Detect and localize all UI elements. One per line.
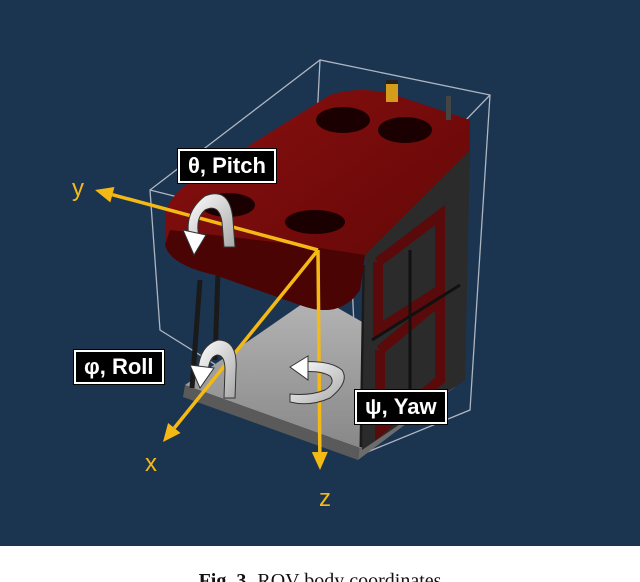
mast: [386, 80, 451, 120]
yaw-label: ψ, Yaw: [354, 389, 448, 425]
axis-y-arrow: [95, 186, 319, 252]
pitch-rotation-arrow: [182, 193, 236, 257]
side-frame: [362, 145, 470, 450]
caption-fig-label: Fig. 3.: [198, 570, 252, 582]
axis-x-label: x: [145, 450, 157, 477]
axis-y-label: y: [72, 175, 84, 202]
coordinate-axes: [95, 186, 328, 470]
axis-x-arrow: [163, 248, 320, 442]
roll-rotation-arrow: [189, 339, 237, 399]
figure-caption: Fig. 3. ROV body coordinates: [0, 546, 640, 582]
axis-z-label: z: [319, 485, 331, 512]
roll-label: φ, Roll: [73, 349, 165, 385]
yaw-rotation-arrow: [289, 355, 345, 405]
rov-diagram: [95, 59, 491, 470]
pitch-label: θ, Pitch: [177, 148, 277, 184]
axis-z-arrow: [311, 249, 328, 470]
figure: θ, Pitch φ, Roll ψ, Yaw y x z: [0, 0, 640, 546]
caption-text: ROV body coordinates: [257, 570, 442, 582]
